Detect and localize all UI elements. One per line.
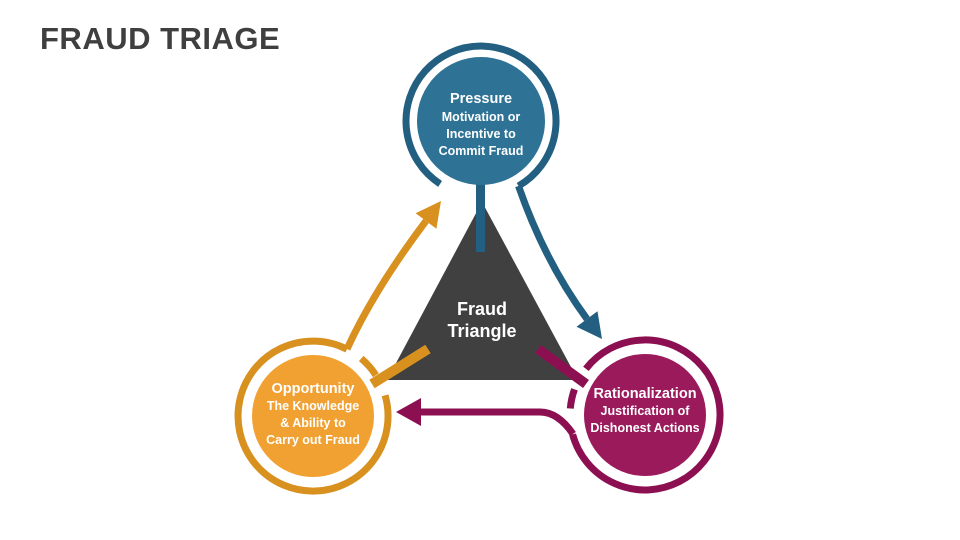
pressure-label: Pressure <box>450 91 512 107</box>
rationalization-desc-line1: Justification of <box>601 404 691 418</box>
rationalization-desc-line2: Dishonest Actions <box>590 421 699 435</box>
pressure-desc-line2: Incentive to <box>446 127 516 141</box>
pressure-to-rationalization-arrow <box>515 184 590 322</box>
fraud-triangle-shape <box>387 202 578 380</box>
opportunity-desc-line3: Carry out Fraud <box>266 433 360 447</box>
pressure-desc-line1: Motivation or <box>442 110 521 124</box>
opportunity-outer-ring-segment <box>358 355 379 378</box>
rationalization-to-opportunity-arrowhead <box>396 398 421 426</box>
rationalization-to-opportunity-arrow <box>420 408 576 437</box>
opportunity-to-pressure-arrowhead <box>415 201 441 229</box>
pressure-to-rationalization-arrowhead <box>576 311 602 339</box>
opportunity-connector-stub <box>369 344 431 389</box>
center-label-line2: Triangle <box>447 321 516 341</box>
rationalization-circle <box>584 354 706 476</box>
opportunity-outer-ring <box>234 337 392 495</box>
opportunity-desc-line1: The Knowledge <box>267 399 359 413</box>
pressure-circle <box>417 57 545 185</box>
rationalization-outer-ring <box>569 336 724 494</box>
rationalization-connector-stub <box>535 344 589 389</box>
pressure-outer-ring <box>402 42 560 190</box>
page-title: FRAUD TRIAGE <box>40 21 280 56</box>
opportunity-circle <box>252 355 374 477</box>
opportunity-to-pressure-arrow <box>343 218 429 351</box>
rationalization-label: Rationalization <box>593 386 696 402</box>
opportunity-label: Opportunity <box>272 381 355 397</box>
rationalization-outer-ring-segment <box>566 388 578 409</box>
center-label-line1: Fraud <box>457 299 507 319</box>
opportunity-desc-line2: & Ability to <box>280 416 346 430</box>
pressure-desc-line3: Commit Fraud <box>439 144 524 158</box>
